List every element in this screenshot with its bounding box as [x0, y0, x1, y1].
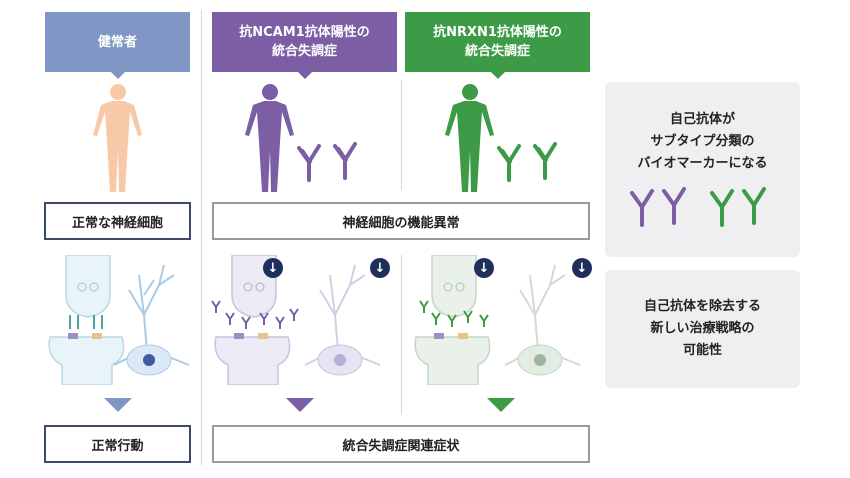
panel-biomarker-line-1: 自己抗体が — [669, 111, 735, 127]
box-schizo-symptoms: 統合失調症関連症状 — [212, 425, 590, 463]
header-ncam1: 抗NCAM1抗体陽性の 統合失調症 — [212, 12, 397, 79]
human-figure-icon-ncam1 — [245, 84, 294, 192]
down-arrow-icon: ↓ — [572, 258, 592, 278]
panel-therapy: 自己抗体を除去する 新しい治療戦略の 可能性 — [605, 270, 800, 388]
down-triangle-nrxn1 — [487, 398, 515, 412]
down-arrow-icon: ↓ — [370, 258, 390, 278]
box-neuron-dysfunction: 神経細胞の機能異常 — [212, 202, 590, 240]
antibody-icon-nrxn1 — [497, 142, 557, 182]
panel-therapy-line-3: 可能性 — [682, 343, 722, 358]
down-triangle-healthy — [104, 398, 132, 412]
panel-therapy-line-2: 新しい治療戦略の — [650, 321, 755, 336]
panel-biomarker-line-2: サブタイプ分類の — [650, 133, 755, 149]
down-triangle-ncam1 — [286, 398, 314, 412]
header-healthy: 健常者 — [45, 12, 190, 79]
panel-biomarker-line-3: バイオマーカーになる — [637, 155, 768, 171]
divider-middle-lower — [401, 255, 402, 415]
down-arrow-icon: ↓ — [263, 258, 283, 278]
synapse-illustration-ncam1 — [211, 255, 381, 385]
down-arrow-icon: ↓ — [474, 258, 494, 278]
box-normal-behavior: 正常行動 — [44, 425, 191, 463]
human-figure-icon-nrxn1 — [445, 84, 494, 192]
panel-therapy-line-1: 自己抗体を除去する — [643, 299, 761, 314]
synapse-illustration-nrxn1 — [414, 255, 581, 385]
divider-left — [201, 10, 202, 465]
human-figure-icon-healthy — [93, 84, 142, 192]
divider-middle — [401, 80, 402, 190]
antibody-icon-pair — [629, 186, 766, 227]
synapse-illustration-healthy — [48, 255, 190, 385]
box-normal-neuron: 正常な神経細胞 — [44, 202, 191, 240]
panel-biomarker: 自己抗体が サブタイプ分類の バイオマーカーになる — [605, 82, 800, 257]
header-nrxn1: 抗NRXN1抗体陽性の 統合失調症 — [405, 12, 590, 79]
antibody-icon-ncam1 — [297, 142, 357, 182]
